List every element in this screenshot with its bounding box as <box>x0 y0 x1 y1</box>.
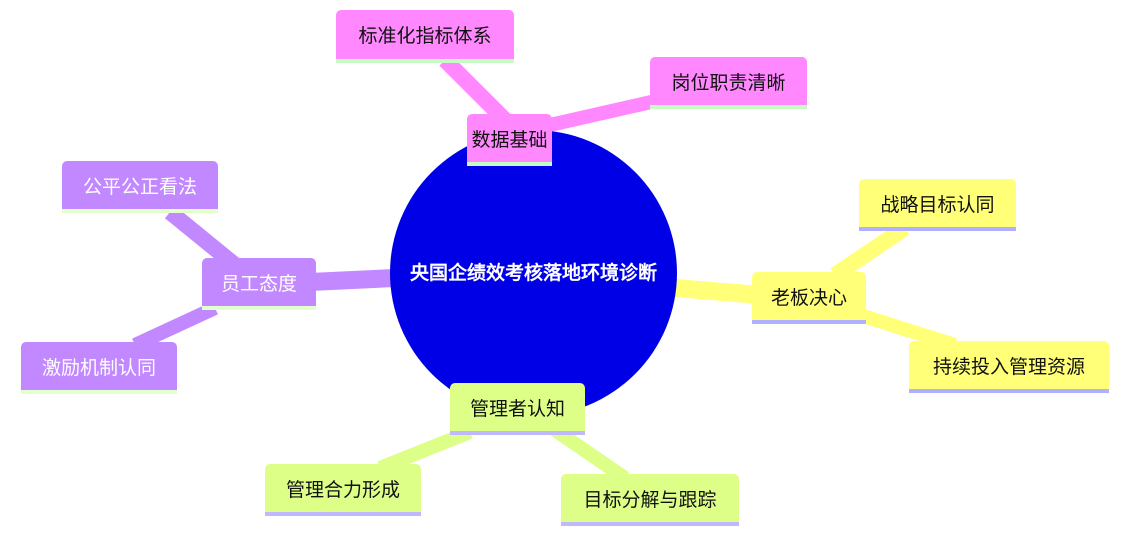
edge-manager-decompose <box>551 424 629 484</box>
node-strategy-recognition[interactable]: 战略目标认同 <box>859 179 1016 231</box>
node-continuous-investment[interactable]: 持续投入管理资源 <box>909 341 1109 393</box>
node-goal-decomposition[interactable]: 目标分解与跟踪 <box>561 474 739 526</box>
edge-staff-incentive <box>132 301 218 352</box>
edge-root-staff <box>309 269 396 291</box>
node-management-synergy[interactable]: 管理合力形成 <box>265 464 421 516</box>
edge-boss-invest <box>857 308 958 352</box>
node-clear-duties[interactable]: 岗位职责清晰 <box>650 57 807 109</box>
edge-boss-strategy <box>830 221 910 282</box>
edge-staff-fair <box>164 205 241 272</box>
node-boss-determination[interactable]: 老板决心 <box>752 272 866 324</box>
node-manager-cognition[interactable]: 管理者认知 <box>450 383 585 435</box>
node-staff-attitude[interactable]: 员工态度 <box>202 258 316 310</box>
node-standard-indicators[interactable]: 标准化指标体系 <box>336 10 514 63</box>
node-data-foundation[interactable]: 数据基础 <box>467 114 552 166</box>
edge-manager-synergy <box>377 425 473 475</box>
edge-data-standard <box>439 54 511 126</box>
edge-root-boss <box>674 279 761 304</box>
root-label: 央国企绩效考核落地环境诊断 <box>409 262 657 284</box>
edge-data-duty <box>548 93 662 132</box>
node-fairness-view[interactable]: 公平公正看法 <box>62 161 218 213</box>
node-incentive-recognition[interactable]: 激励机制认同 <box>21 342 177 394</box>
root-node[interactable]: 央国企绩效考核落地环境诊断 <box>390 130 677 416</box>
